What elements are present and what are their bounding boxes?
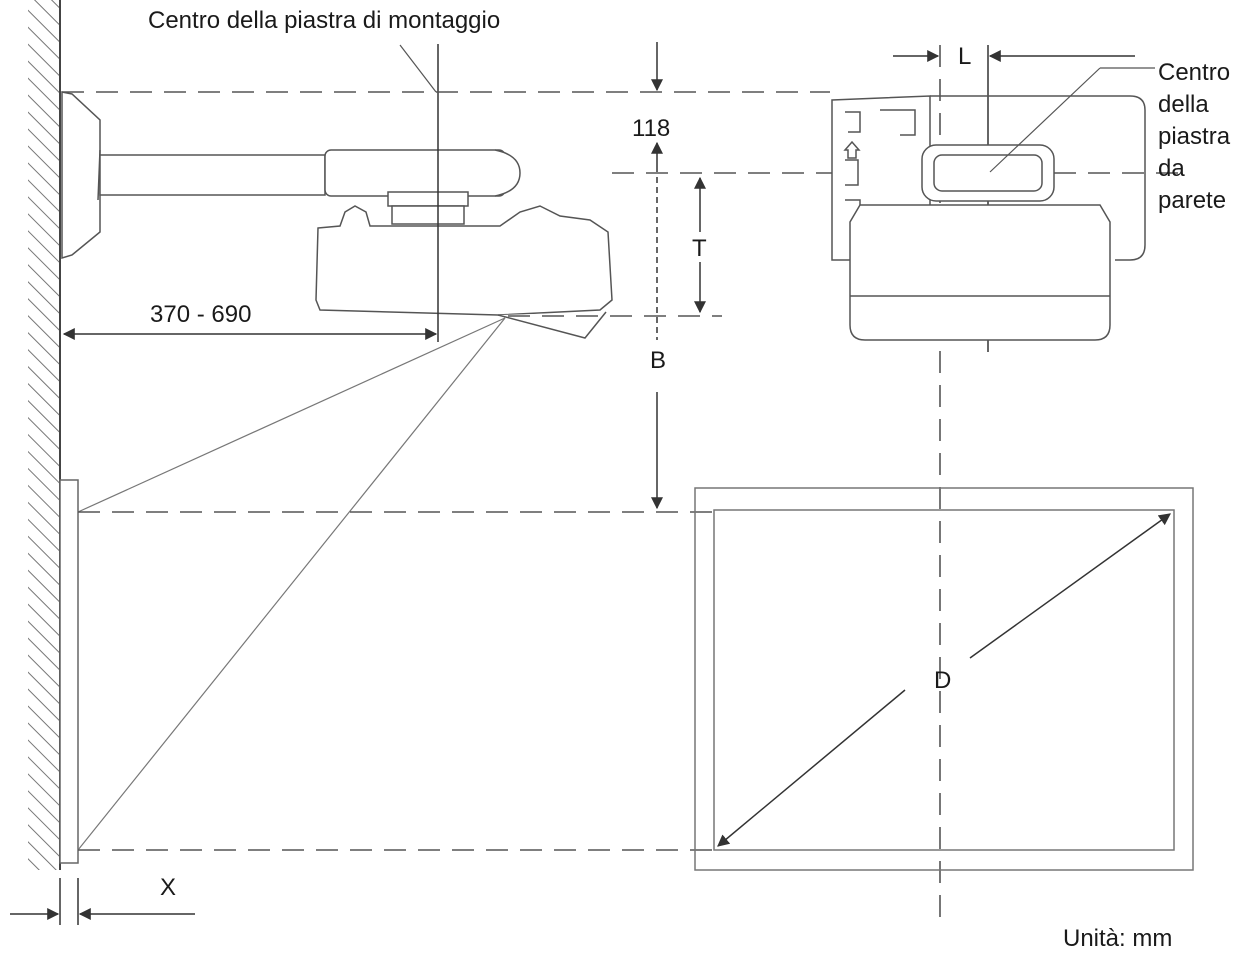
dim-D-label: D [934, 667, 951, 694]
dim-T-label: T [692, 235, 707, 262]
dim-D [717, 513, 1171, 847]
plate-center-line-2: della [1158, 91, 1209, 118]
screen-side-view [59, 479, 79, 864]
projector-front-view [849, 204, 1111, 341]
plate-center-line-3: piastra [1158, 123, 1231, 150]
plate-center-line-5: parete [1158, 187, 1226, 214]
dim-118-label: 118 [632, 115, 670, 142]
plate-center-line-1: Centro [1158, 59, 1230, 86]
dim-X-label: X [160, 874, 176, 901]
wall [28, 0, 61, 870]
mount-center-leader [399, 44, 437, 93]
projection-lines [77, 317, 506, 851]
dim-X [10, 878, 195, 925]
dim-B-label: B [650, 347, 666, 374]
plate-center-leader-diag [989, 67, 1101, 173]
plate-center-line-4: da [1158, 155, 1185, 182]
mount-center-label: Centro della piastra di montaggio [148, 7, 500, 34]
dim-L-label: L [958, 43, 971, 70]
wall-mount-arm [61, 91, 521, 260]
units-label: Unità: mm [1063, 925, 1172, 952]
dim-arm-label: 370 - 690 [150, 301, 251, 328]
screen-front-view [694, 487, 1194, 871]
projector-side-view [315, 205, 613, 339]
plate-center-label: Centro della piastra da parete [1158, 59, 1237, 214]
